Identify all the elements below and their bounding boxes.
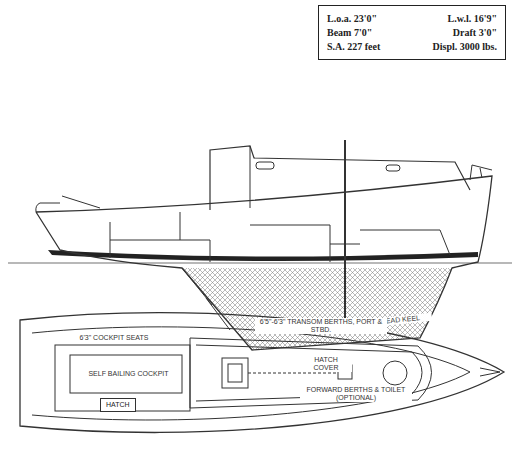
spec-text: Beam 7'0" [327, 26, 407, 39]
hatch-box: HATCH [100, 398, 136, 412]
part-label: 6'5"-6'3" TRANSOM BERTHS, PORT & STBD. [255, 318, 387, 334]
spec-text: HATCH [106, 401, 130, 409]
spec-text: L.w.l. 16'9" [417, 12, 497, 25]
part-label: HATCH COVER [300, 356, 352, 372]
spec-text: Draft 3'0" [417, 26, 497, 39]
spec-text: S.A. 227 feet [327, 40, 407, 53]
spec-text: L.o.a. 23'0" [327, 12, 407, 25]
profile-view [8, 140, 512, 350]
part-label: FORWARD BERTHS & TOILET (OPTIONAL) [300, 386, 412, 402]
part-label: 6'3" COCKPIT SEATS [58, 334, 170, 342]
spec-text: Displ. 3000 lbs. [417, 40, 497, 53]
spec-box: L.o.a. 23'0" L.w.l. 16'9" Beam 7'0" Draft 3… [318, 5, 506, 60]
part-label: SELF BAILING COCKPIT [80, 370, 177, 378]
plan-view [20, 313, 504, 433]
